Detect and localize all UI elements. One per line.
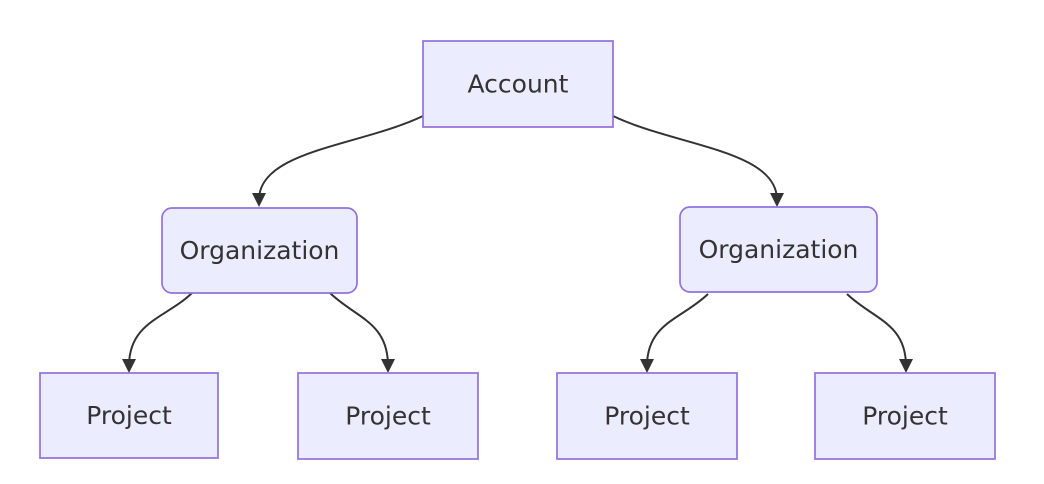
edge-org1-proj2 [329,292,395,373]
node-account: Account [422,40,614,128]
node-org1: Organization [161,207,358,294]
node-box-proj2 [297,372,479,460]
node-org2: Organization [679,206,878,293]
node-label-org1: Organization [180,236,340,265]
node-label-org2: Organization [699,235,859,264]
node-label-proj3: Project [604,402,690,431]
node-proj1: Project [39,372,219,459]
edge-account-org1 [252,115,424,207]
edge-org2-proj4 [846,293,913,373]
edge-org2-proj3 [640,293,709,373]
node-proj3: Project [556,372,738,460]
node-label-proj2: Project [345,402,431,431]
node-proj4: Project [814,372,996,460]
edge-account-org2 [612,115,784,207]
node-label-account: Account [468,70,569,99]
node-box-proj1 [39,372,219,459]
node-box-proj4 [814,372,996,460]
node-box-proj3 [556,372,738,460]
node-box-org2 [679,206,878,293]
node-label-proj4: Project [862,402,948,431]
edge-org1-proj1 [122,292,193,373]
node-box-account [422,40,614,128]
node-label-proj1: Project [86,401,172,430]
node-box-org1 [161,207,358,294]
edges-layer [122,115,913,373]
node-proj2: Project [297,372,479,460]
